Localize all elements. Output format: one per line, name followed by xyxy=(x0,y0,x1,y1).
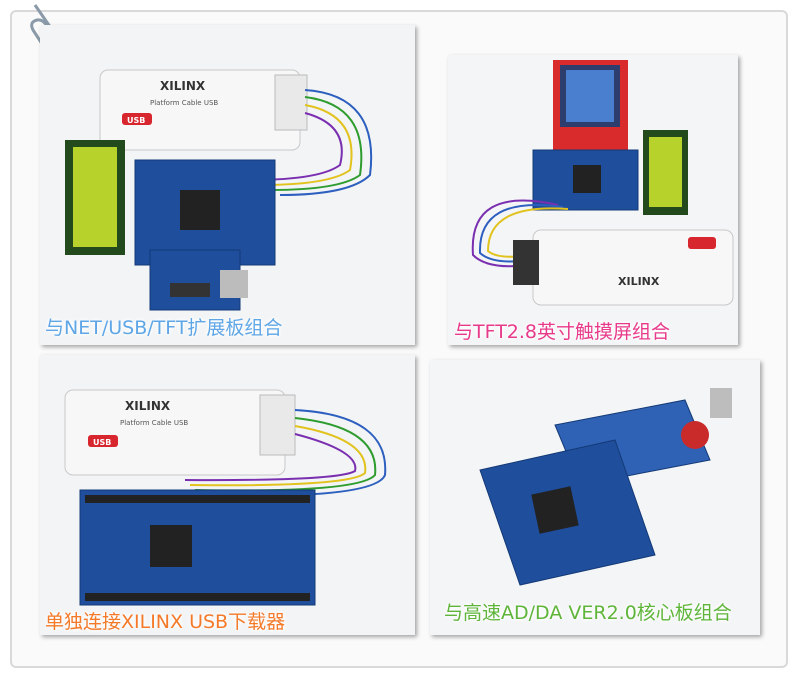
photo-xilinx-usb: XILINX Platform Cable USB USB 单独连接XILINX… xyxy=(40,355,415,635)
photo-net-usb-tft: XILINX Platform Cable USB USB 与NET/USB/T… xyxy=(40,25,415,345)
platform-cable-label-2: Platform Cable USB xyxy=(120,419,188,427)
usb-label: USB xyxy=(127,116,145,125)
xilinx-label-3: XILINX xyxy=(125,399,171,413)
caption-xilinx-usb: 单独连接XILINX USB下载器 xyxy=(45,611,286,633)
xilinx-label: XILINX xyxy=(160,79,206,93)
xilinx-label-2: XILINX xyxy=(618,275,660,288)
platform-cable-label: Platform Cable USB xyxy=(150,99,218,107)
caption-net-usb-tft: 与NET/USB/TFT扩展板组合 xyxy=(45,317,283,339)
photo-tft-touch: XILINX 与TFT2.8英寸触摸屏组合 xyxy=(448,55,738,345)
caption-tft-touch: 与TFT2.8英寸触摸屏组合 xyxy=(454,321,671,343)
usb-label-2: USB xyxy=(93,438,111,447)
photo-ad-da: 与高速AD/DA VER2.0核心板组合 xyxy=(430,360,760,635)
caption-ad-da: 与高速AD/DA VER2.0核心板组合 xyxy=(444,602,732,624)
